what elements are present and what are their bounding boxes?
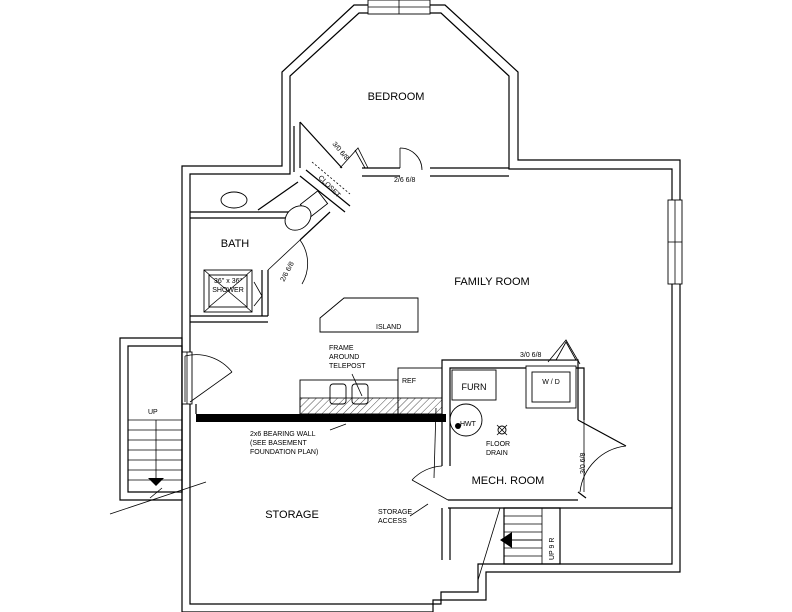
- window-bedroom: [367, 0, 431, 15]
- telepost-label-1: FRAME: [329, 345, 354, 352]
- stair-left: [109, 337, 207, 515]
- window-stair: [181, 351, 193, 405]
- telepost-label-3: TELEPOST: [329, 363, 366, 370]
- telepost-label-2: AROUND: [329, 354, 359, 361]
- bath-door[interactable]: [267, 239, 309, 285]
- leader-lines: [329, 373, 437, 517]
- stair-up-left-label: UP: [148, 409, 158, 416]
- floor-drain-label-1: FLOOR: [486, 441, 510, 448]
- wd-label: W / D: [542, 379, 560, 386]
- bedroom-partition: [293, 121, 509, 213]
- bath-door-size: 2/6 6/8: [280, 261, 296, 283]
- stair-door[interactable]: [184, 354, 233, 403]
- bedroom-door[interactable]: [399, 147, 423, 171]
- bath-sink: [220, 191, 248, 209]
- storage-access-label-2: ACCESS: [378, 518, 407, 525]
- ref-label: REF: [402, 378, 416, 385]
- room-label-bath: BATH: [221, 238, 250, 250]
- island-label: ISLAND: [376, 324, 401, 331]
- bearing-wall-label-2: (SEE BASEMENT: [250, 440, 308, 447]
- washer-dryer: [525, 341, 577, 409]
- floor-drain-icon: [496, 424, 508, 436]
- mech-door-size: 3/0 6/8: [580, 452, 587, 474]
- bearing-wall-label-3: FOUNDATION PLAN): [250, 449, 318, 456]
- shower: [203, 269, 263, 313]
- room-label-bedroom: BEDROOM: [368, 91, 425, 103]
- stair-right: [477, 507, 561, 581]
- stair-up-right-label: UP 9 R: [549, 538, 556, 560]
- bearing-wall: [195, 404, 446, 422]
- hot-water-tank: [449, 403, 483, 437]
- shower-label: SHOWER: [212, 287, 244, 294]
- bath-walls: [190, 181, 331, 323]
- furn-label: FURN: [462, 382, 487, 392]
- bearing-wall-label-1: 2x6 BEARING WALL: [250, 431, 316, 438]
- mech-door[interactable]: [579, 420, 627, 493]
- room-label-storage: STORAGE: [265, 509, 319, 521]
- laundry-door-size: 3/0 6/8: [520, 352, 542, 359]
- closet-door[interactable]: [339, 147, 369, 169]
- furnace: [451, 369, 497, 401]
- floor-drain-label-2: DRAIN: [486, 450, 508, 457]
- shower-label-size: 36" x 36": [214, 278, 242, 285]
- bath-toilet: [284, 190, 329, 231]
- storage-access-label-1: STORAGE: [378, 509, 412, 516]
- refrigerator: [397, 367, 443, 415]
- island: [319, 297, 419, 333]
- window-family-room: [667, 199, 683, 285]
- storage-access-door[interactable]: [411, 465, 449, 501]
- room-label-mech-room: MECH. ROOM: [472, 475, 545, 487]
- laundry-door[interactable]: [547, 339, 581, 365]
- room-label-family-room: FAMILY ROOM: [454, 276, 529, 288]
- hwt-label: HWT: [460, 421, 477, 428]
- telepost-frame: [299, 379, 399, 415]
- exterior-walls: [181, 4, 681, 612]
- bedroom-door-size: 2/6 6/8: [394, 177, 416, 184]
